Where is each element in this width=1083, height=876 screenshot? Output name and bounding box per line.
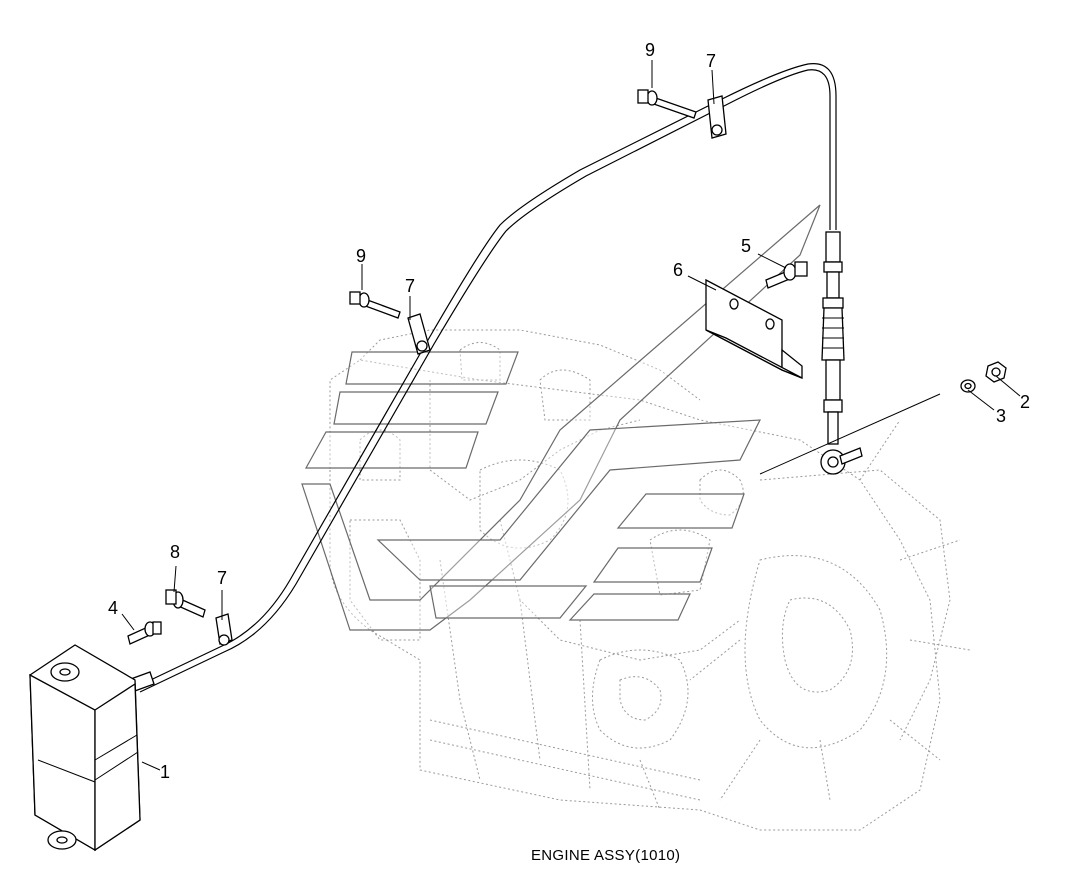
callout-9-middle: 9 (356, 246, 366, 266)
part-6-bracket (705, 278, 803, 379)
throttle-cable (127, 63, 863, 693)
bolt-part-9-upper (637, 89, 697, 119)
clamp-part-7-middle (407, 313, 431, 355)
bolt-part-5 (765, 261, 808, 289)
callout-1: 1 (160, 762, 170, 782)
callout-4: 4 (108, 598, 118, 618)
callout-labels: 1 2 3 4 5 6 7 7 7 8 9 9 (108, 40, 1030, 782)
callout-7-upper: 7 (706, 51, 716, 71)
callout-5: 5 (741, 236, 751, 256)
bolt-part-9-middle (349, 291, 401, 319)
watermark-logo (301, 204, 821, 631)
clamp-part-7-lower (215, 613, 233, 646)
callout-8: 8 (170, 542, 180, 562)
washer-part-3 (960, 379, 976, 393)
leader-lines (121, 60, 1021, 771)
nut-part-2 (985, 361, 1007, 383)
callout-7-lower: 7 (217, 568, 227, 588)
diagram-caption: ENGINE ASSY(1010) (531, 847, 680, 864)
callout-2: 2 (1020, 392, 1030, 412)
bolt-part-4 (127, 621, 162, 645)
callout-7-middle: 7 (405, 276, 415, 296)
callout-3: 3 (996, 406, 1006, 426)
clamp-part-7-upper (707, 95, 727, 139)
bolt-part-8 (165, 589, 206, 618)
callout-6: 6 (673, 260, 683, 280)
part-1-actuator-box (29, 644, 141, 852)
callout-9-upper: 9 (645, 40, 655, 60)
